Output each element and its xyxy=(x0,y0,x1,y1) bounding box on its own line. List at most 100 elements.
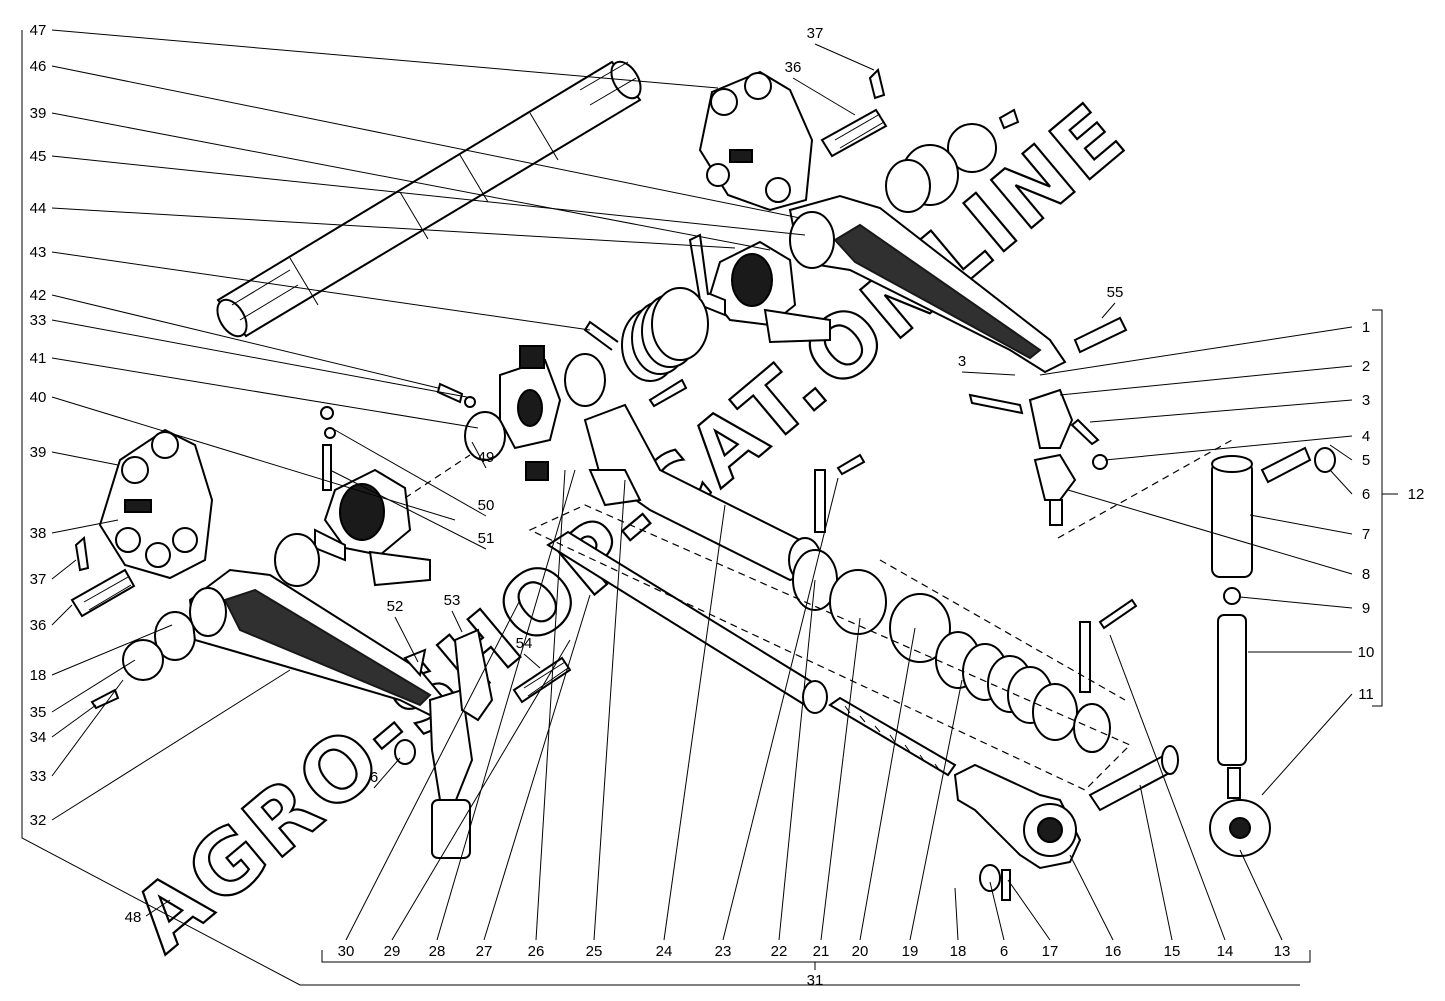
label-bottom-21: 21 xyxy=(813,943,830,960)
label-left-46: 46 xyxy=(30,58,47,75)
label-bottom-13: 13 xyxy=(1274,943,1291,960)
leader-left-46 xyxy=(51,65,801,219)
label-bottom-29: 29 xyxy=(384,943,401,960)
label-bottom-30: 30 xyxy=(338,943,355,960)
leader-right-1 xyxy=(1039,326,1353,376)
label-left-44: 44 xyxy=(30,200,47,217)
label-left-34: 34 xyxy=(30,729,47,746)
label-bottom-6: 6 xyxy=(1000,943,1008,960)
label-right-5: 5 xyxy=(1362,452,1370,469)
leader-bottom-15 xyxy=(1139,784,1173,941)
label-right-7: 7 xyxy=(1362,526,1370,543)
leader-inline-3-3 xyxy=(961,371,1016,376)
label-right-4: 4 xyxy=(1362,428,1370,445)
threaded-rod xyxy=(828,696,957,777)
leader-right-3 xyxy=(1089,399,1353,423)
leader-right-5 xyxy=(1329,444,1353,461)
leader-right-7 xyxy=(1249,514,1353,535)
splined-shaft xyxy=(216,60,642,338)
label-bottom-27: 27 xyxy=(476,943,493,960)
adjuster-assembly xyxy=(968,316,1336,857)
label-bottom-22: 22 xyxy=(771,943,788,960)
label-right-1: 1 xyxy=(1362,319,1370,336)
label-inline-4-49: 49 xyxy=(478,449,495,466)
rod-eye xyxy=(953,763,1082,870)
label-left-33: 33 xyxy=(30,312,47,329)
label-right-10: 10 xyxy=(1358,644,1375,661)
leader-inline-8-53 xyxy=(451,610,463,633)
leader-right-6 xyxy=(1329,469,1353,495)
upper-lift-arm xyxy=(788,194,1067,374)
leader-bottom-24 xyxy=(663,504,726,941)
clamp-collar xyxy=(464,345,606,481)
label-bottom-23: 23 xyxy=(715,943,732,960)
leader-inline-4-49 xyxy=(471,441,487,469)
leader-inline-9-54 xyxy=(523,653,541,669)
leader-bottom-22 xyxy=(778,579,816,941)
leader-left-33 xyxy=(51,679,124,777)
label-bottom-19: 19 xyxy=(902,943,919,960)
label-left-18: 18 xyxy=(30,667,47,684)
label-inline-7-52: 52 xyxy=(387,598,404,615)
leader-right-8 xyxy=(1067,489,1353,575)
bracket-31 xyxy=(321,950,1311,970)
leader-left-41 xyxy=(51,357,479,429)
leader-left-39 xyxy=(51,451,119,466)
leader-bottom-17 xyxy=(1007,879,1051,941)
leader-left-35 xyxy=(51,659,136,713)
left-frame-line xyxy=(21,30,1300,986)
label-bottom-18: 18 xyxy=(950,943,967,960)
label-left-39: 39 xyxy=(30,444,47,461)
leader-inline-10-6 xyxy=(373,757,401,789)
leader-right-11 xyxy=(1261,693,1353,796)
leader-group-48 xyxy=(145,899,171,917)
label-left-35: 35 xyxy=(30,704,47,721)
pin-36-top xyxy=(820,68,888,158)
label-left-45: 45 xyxy=(30,148,47,165)
leader-right-9 xyxy=(1239,596,1353,609)
leader-bottom-26 xyxy=(535,469,566,941)
label-left-32: 32 xyxy=(30,812,47,829)
leader-left-36 xyxy=(51,604,73,626)
assembly-31-boundary xyxy=(528,504,1132,791)
label-bottom-16: 16 xyxy=(1105,943,1122,960)
label-bottom-20: 20 xyxy=(852,943,869,960)
label-right-8: 8 xyxy=(1362,566,1370,583)
label-bottom-14: 14 xyxy=(1217,943,1234,960)
label-left-33: 33 xyxy=(30,768,47,785)
lower-bracket xyxy=(98,428,214,580)
label-left-37: 37 xyxy=(30,571,47,588)
leader-bottom-16 xyxy=(1069,854,1114,941)
leader-left-38 xyxy=(51,519,119,534)
leader-left-44 xyxy=(51,207,736,249)
leader-lines xyxy=(51,29,1353,941)
cover-plate-lower xyxy=(90,533,320,710)
leader-left-32 xyxy=(51,669,291,821)
label-group-31: 31 xyxy=(807,972,824,989)
leader-left-47 xyxy=(51,29,719,89)
leader-bottom-30 xyxy=(345,599,521,941)
label-bottom-15: 15 xyxy=(1164,943,1181,960)
adjuster-boundary xyxy=(1057,439,1233,539)
leader-left-37 xyxy=(51,559,77,580)
leader-right-2 xyxy=(1059,365,1353,396)
leader-bottom-6 xyxy=(989,881,1005,941)
leader-left-33 xyxy=(51,319,473,399)
label-inline-9-54: 54 xyxy=(516,635,533,652)
leader-left-18 xyxy=(51,624,173,676)
leader-left-43 xyxy=(51,251,591,331)
leader-bottom-18 xyxy=(954,887,959,941)
leader-inline-0-37 xyxy=(814,43,875,71)
label-bottom-17: 17 xyxy=(1042,943,1059,960)
lower-housing-boundary xyxy=(404,454,471,499)
label-left-42: 42 xyxy=(30,287,47,304)
lower-bearing-housing xyxy=(314,468,431,587)
label-left-47: 47 xyxy=(30,22,47,39)
leader-bottom-28 xyxy=(436,469,576,941)
lower-lift-arm xyxy=(188,568,447,717)
callout-labels: 4746394544434233414039383736183534333212… xyxy=(30,22,1425,989)
label-right-9: 9 xyxy=(1362,600,1370,617)
torsion-spring xyxy=(583,233,709,382)
